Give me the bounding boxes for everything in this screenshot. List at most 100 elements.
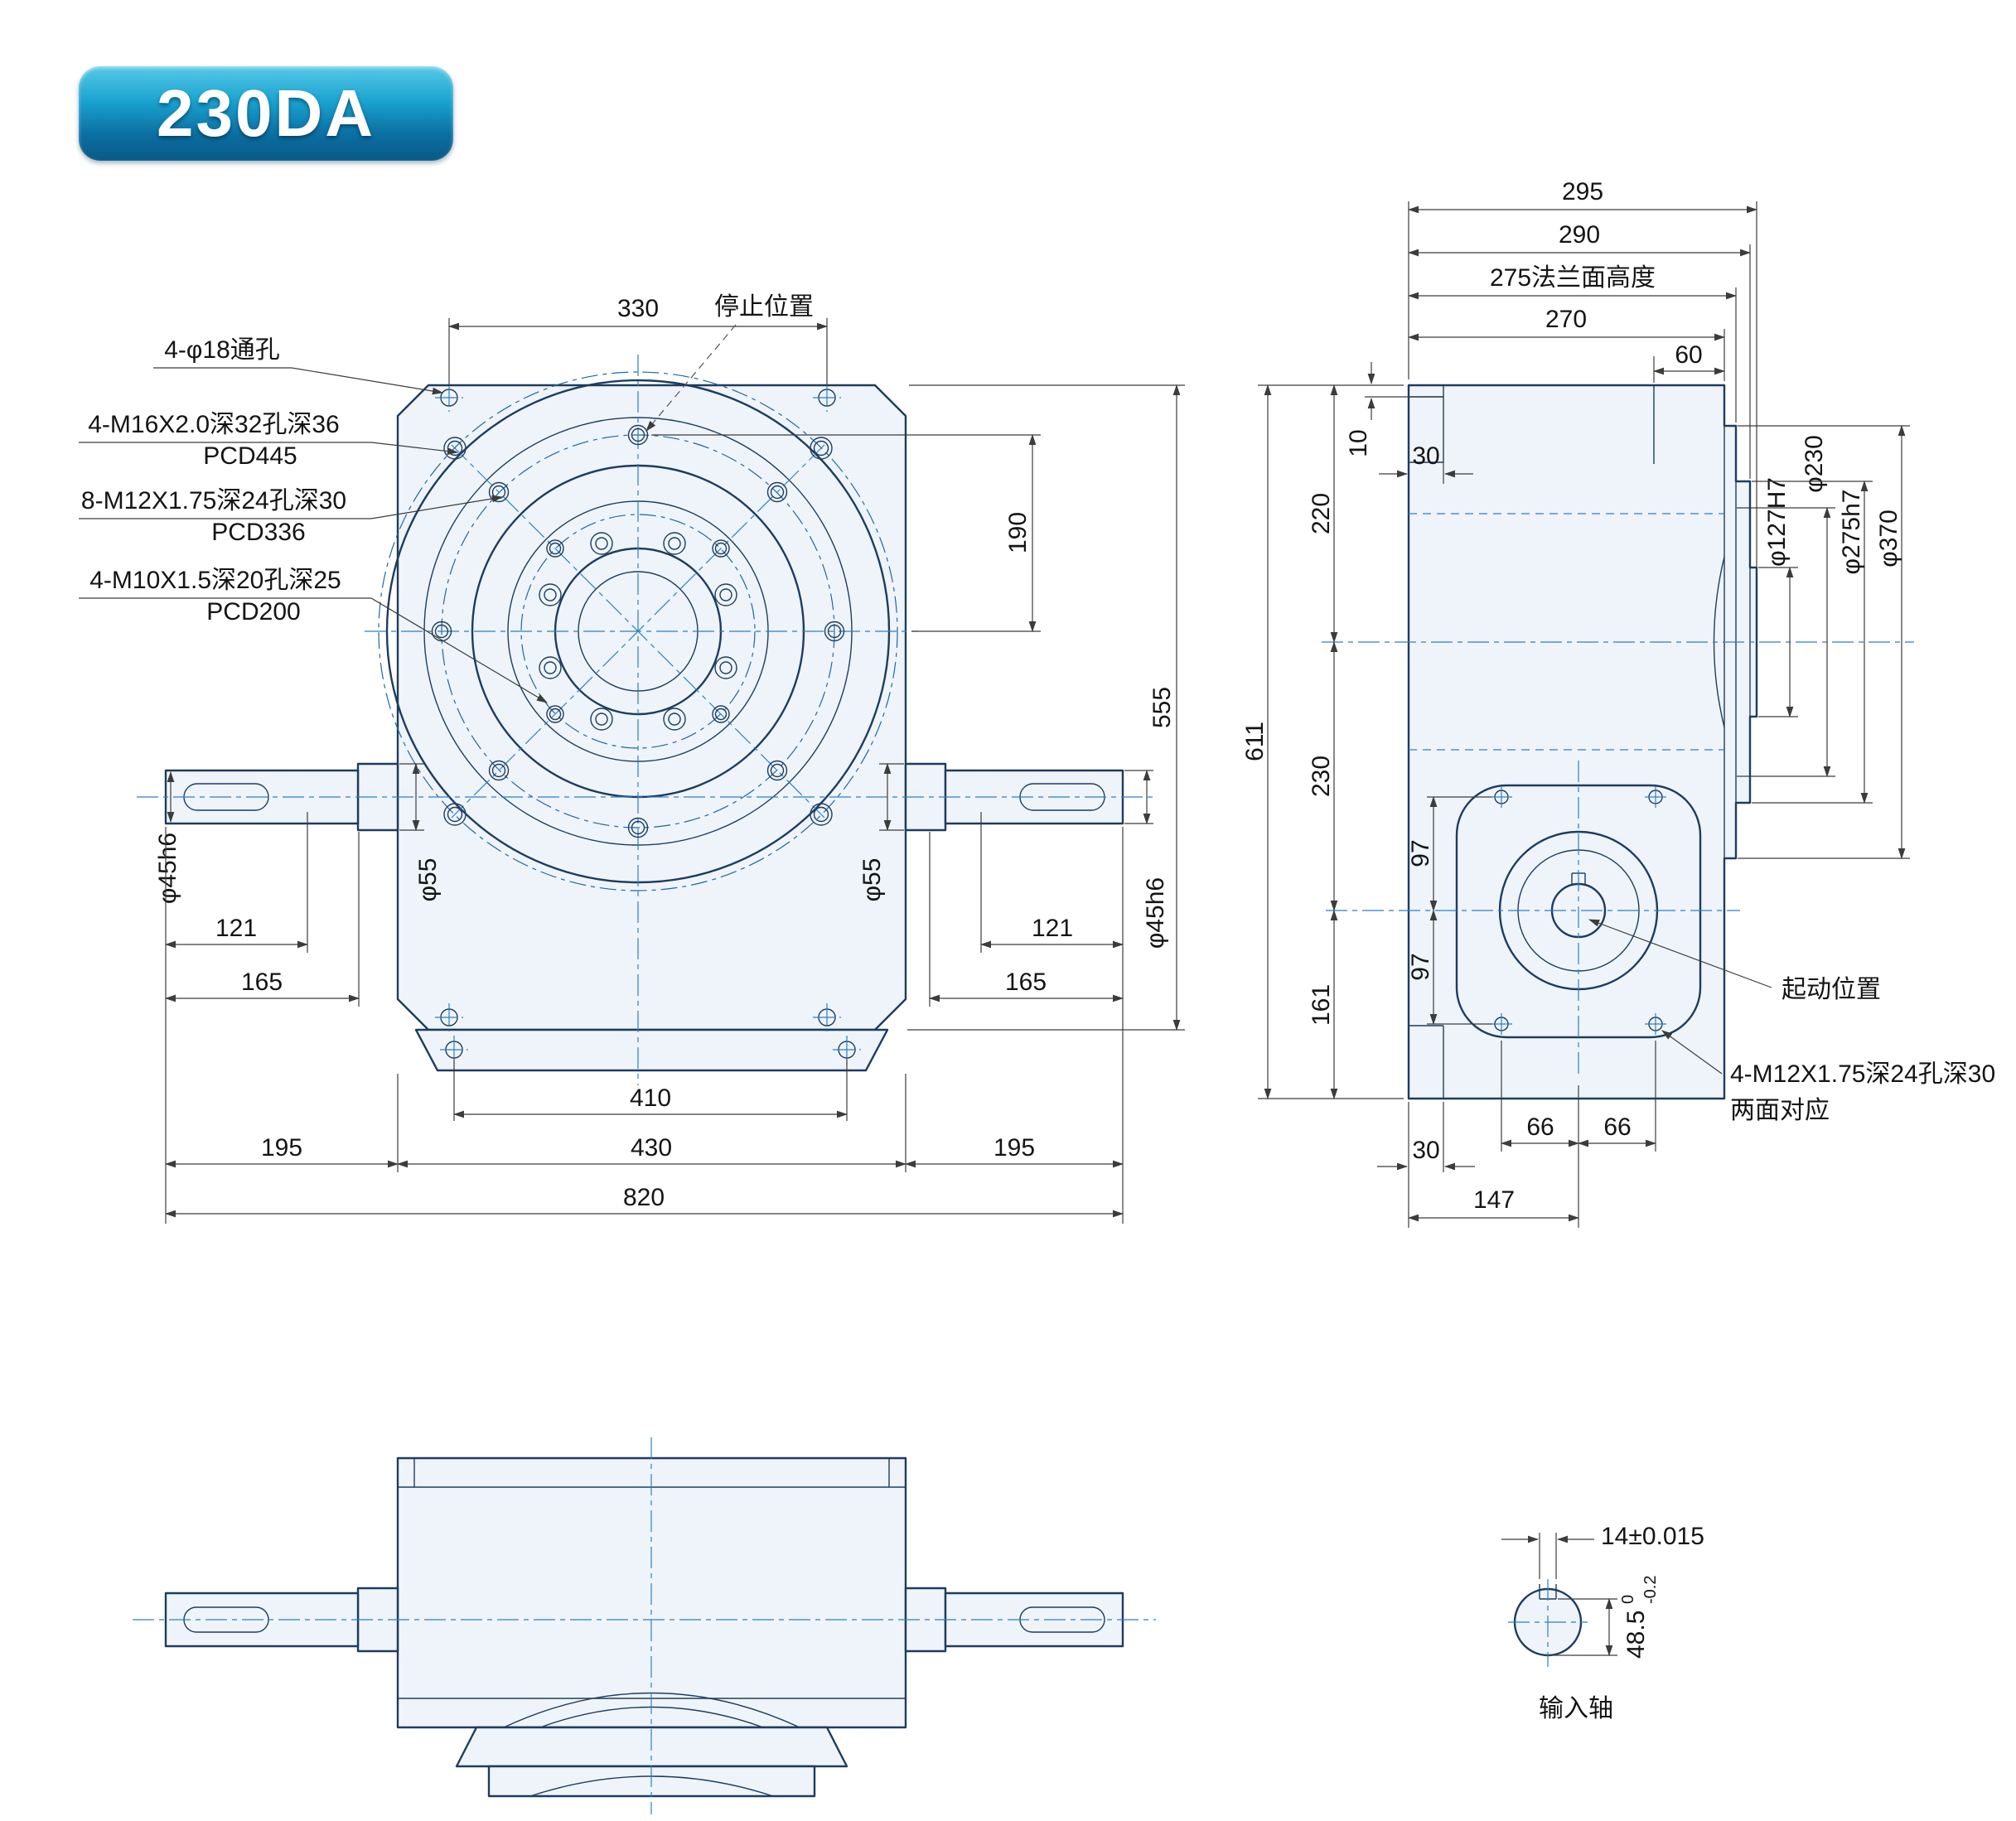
dim-290-value: 290 — [1559, 221, 1600, 249]
dim-555-value: 555 — [1148, 687, 1176, 728]
m12-side-label: 4-M12X1.75深24孔深30 — [1730, 1060, 1995, 1088]
dim-48-5-tol-lower: -0.2 — [1641, 1576, 1660, 1604]
dim-dia275-value: φ275h7 — [1838, 490, 1865, 575]
stop-position-leader — [645, 324, 737, 432]
dim-270-value: 270 — [1545, 306, 1587, 333]
dim-295: 295 — [1407, 178, 1758, 572]
dim-820-value: 820 — [623, 1184, 665, 1211]
dim-611: 611 — [1241, 384, 1404, 1100]
dim-121-right-value: 121 — [1032, 915, 1073, 942]
model-badge: 230DA — [79, 66, 453, 161]
dim-14-value: 14±0.015 — [1601, 1523, 1704, 1550]
through-holes-leader — [153, 367, 444, 395]
input-shaft-label: 输入轴 — [1539, 1695, 1613, 1722]
dim-dia55-right-value: φ55 — [858, 858, 886, 902]
dim-121-right: 121 — [979, 812, 1124, 953]
dim-30-top-value: 30 — [1412, 442, 1439, 470]
dim-147-value: 147 — [1473, 1186, 1515, 1214]
dim-230: 230 — [1308, 640, 1338, 912]
dim-dia230: φ230 — [1737, 435, 1835, 778]
dim-dia45-right: φ45h6 — [1124, 769, 1169, 949]
dim-66-right-value: 66 — [1603, 1113, 1631, 1141]
dim-147: 147 — [1407, 1152, 1580, 1228]
side-view: 295 290 275法兰面高度 270 — [1241, 178, 1995, 1228]
start-position-leader — [1588, 919, 1772, 988]
side-body — [1407, 384, 1758, 1100]
dim-161-value: 161 — [1308, 984, 1335, 1026]
dim-290: 290 — [1407, 221, 1752, 479]
front-base-flange — [414, 1028, 889, 1072]
dim-30-bottom: 30 — [1377, 1102, 1475, 1228]
dim-dia275: φ275h7 — [1752, 480, 1873, 804]
dim-220: 220 — [1308, 384, 1338, 644]
side-notes: 起动位置 4-M12X1.75深24孔深30 两面对应 — [1588, 919, 1995, 1124]
dim-410-value: 410 — [630, 1084, 671, 1112]
m12-pcd-label: PCD336 — [211, 519, 305, 546]
dim-230-value: 230 — [1308, 756, 1335, 797]
dim-66-66: 66 66 — [1500, 1041, 1657, 1152]
dim-97-lower: 97 — [1407, 909, 1491, 1026]
dim-195-left-value: 195 — [261, 1134, 302, 1162]
dim-611-value: 611 — [1241, 722, 1269, 761]
dim-165-right-value: 165 — [1005, 968, 1047, 996]
front-body — [164, 371, 1124, 1072]
dim-165-right: 165 — [928, 832, 1124, 1007]
dim-97-upper: 97 — [1407, 795, 1491, 912]
m10-pcd-label: PCD200 — [206, 598, 300, 626]
dim-121-left: 121 — [164, 812, 309, 953]
dim-66-left-value: 66 — [1526, 1113, 1554, 1141]
m16-label: 4-M16X2.0深32孔深36 — [88, 411, 340, 438]
dim-410: 410 — [452, 1059, 848, 1121]
front-centerlines — [137, 355, 1153, 1085]
m12-side-leader — [1661, 1030, 1723, 1075]
dim-dia45-left: φ45h6 — [154, 770, 181, 904]
dim-190: 190 — [651, 433, 1041, 633]
m12-label: 8-M12X1.75深24孔深30 — [81, 487, 346, 514]
dim-60: 60 — [1652, 341, 1726, 383]
dim-10: 10 — [1345, 362, 1443, 457]
dim-97-lower-value: 97 — [1407, 953, 1434, 980]
bottom-view — [133, 1437, 1156, 1814]
dim-48-5: 48.5 0 -0.2 — [1549, 1576, 1660, 1659]
dim-165-left-value: 165 — [241, 968, 283, 996]
dim-dia55-right: φ55 — [858, 762, 904, 902]
side-dimensions: 295 290 275法兰面高度 270 — [1241, 178, 1910, 1228]
shaft-detail-view: 14±0.015 48.5 0 -0.2 输入轴 — [1501, 1523, 1704, 1722]
dim-295-value: 295 — [1562, 178, 1603, 205]
front-view: 330 190 555 φ45h6 — [79, 293, 1185, 1224]
dim-330-value: 330 — [617, 295, 659, 322]
dim-820: 820 — [164, 1184, 1124, 1218]
dim-97-upper-value: 97 — [1407, 839, 1434, 867]
pcd200-circle — [520, 514, 756, 749]
dim-14: 14±0.015 — [1501, 1523, 1704, 1579]
dim-dia230-value: φ230 — [1801, 435, 1828, 493]
m16-leader — [79, 442, 459, 455]
dim-chain-195-430-195: 195 430 195 — [164, 827, 1124, 1224]
dim-555: 555 — [907, 384, 1185, 1031]
front-dimensions: 330 190 555 φ45h6 — [154, 295, 1185, 1224]
dim-161: 161 — [1308, 909, 1338, 1100]
m16-pcd-label: PCD445 — [203, 442, 297, 470]
dim-275-flange-height: 275法兰面高度 — [1407, 264, 1738, 423]
dim-60-value: 60 — [1675, 341, 1702, 369]
dim-dia370: φ370 — [1738, 424, 1910, 860]
dim-330: 330 — [447, 295, 829, 386]
dim-430-value: 430 — [631, 1134, 672, 1162]
front-notes: 停止位置 4-φ18通孔 4-M16X2.0深32孔深36 PCD445 8-M… — [79, 293, 814, 703]
m12-leader — [79, 495, 504, 519]
stop-position-label: 停止位置 — [714, 293, 814, 321]
dim-dia370-value: φ370 — [1875, 510, 1902, 568]
dim-220-value: 220 — [1308, 493, 1335, 534]
dim-dia127-value: φ127H7 — [1763, 477, 1791, 567]
dim-dia55-left: φ55 — [399, 762, 442, 901]
dim-48-5-value: 48.5 — [1622, 1611, 1650, 1659]
start-position-label: 起动位置 — [1782, 976, 1881, 1003]
pcd445-circle — [378, 371, 898, 891]
dim-dia45-right-value: φ45h6 — [1142, 877, 1169, 949]
dim-dia45-left-value: φ45h6 — [154, 833, 181, 904]
dim-10-value: 10 — [1345, 429, 1372, 456]
side-centerlines — [1322, 641, 1914, 1077]
dim-dia127: φ127H7 — [1758, 477, 1798, 718]
